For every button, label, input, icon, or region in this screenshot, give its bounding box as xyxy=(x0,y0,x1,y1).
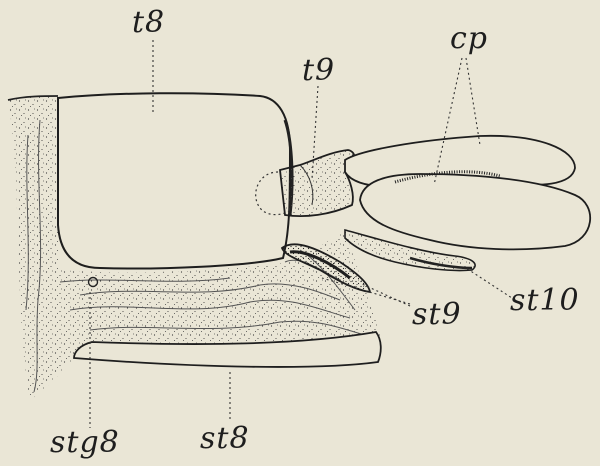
pointer-cp-right xyxy=(466,58,480,145)
pointer-st10 xyxy=(466,268,515,300)
label-st10: st10 xyxy=(510,286,580,316)
label-st9: st9 xyxy=(412,300,462,330)
label-t9: t9 xyxy=(302,56,335,86)
label-stg8: stg8 xyxy=(50,428,120,458)
label-t8: t8 xyxy=(132,8,165,38)
tergite-8-plate xyxy=(58,93,290,268)
label-cp: cp xyxy=(450,24,488,54)
cercus-lower xyxy=(360,174,590,249)
label-st8: st8 xyxy=(200,424,250,454)
